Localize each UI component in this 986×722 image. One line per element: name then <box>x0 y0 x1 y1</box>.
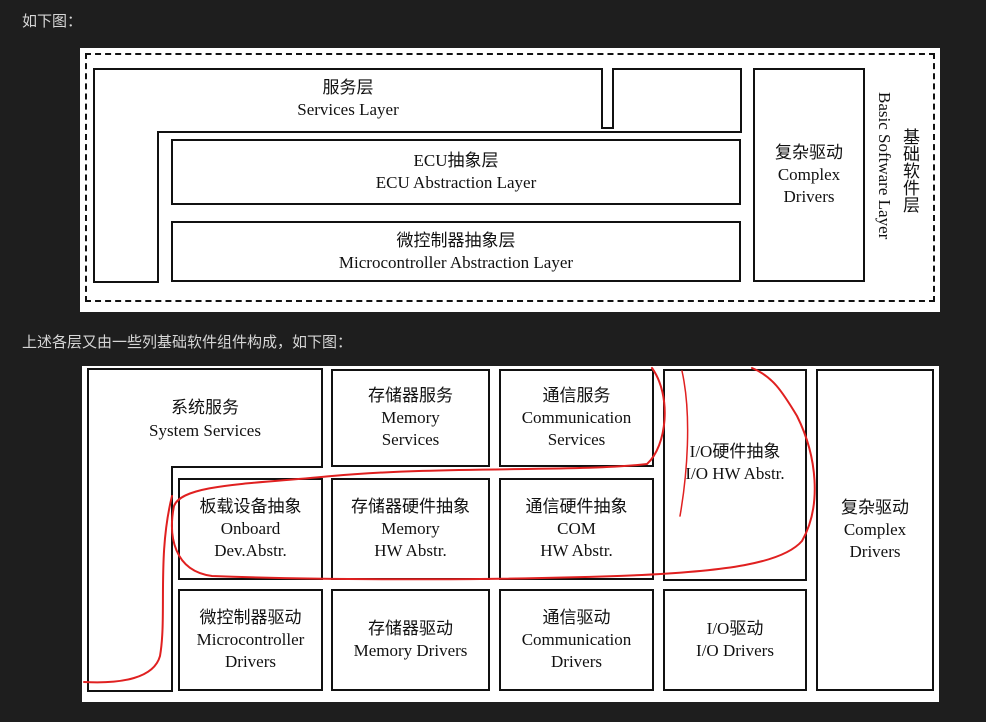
memory-hw-en2: HW Abstr. <box>374 541 447 560</box>
caption-first: 如下图： <box>22 12 83 30</box>
bsw-layer-diagram: 服务层 Services Layer ECU抽象层 ECU Abstractio… <box>80 48 940 312</box>
io-hw-abstraction-box: I/O硬件抽象 I/O HW Abstr. <box>663 369 807 581</box>
complex-drivers-2-cn: 复杂驱动 <box>841 498 909 517</box>
onboard-dev-abstraction-box: 板载设备抽象 Onboard Dev.Abstr. <box>178 478 323 580</box>
io-drivers-cn: I/O驱动 <box>706 619 764 638</box>
comm-services-cn: 通信服务 <box>542 386 611 405</box>
com-hw-cn: 通信硬件抽象 <box>525 497 628 516</box>
complex-drivers-en2: Drivers <box>783 187 835 206</box>
system-services-label: 系统服务 System Services <box>88 376 322 461</box>
comm-drivers-cn: 通信驱动 <box>542 608 611 627</box>
mcu-layer-en: Microcontroller Abstraction Layer <box>338 252 574 272</box>
mcu-drivers-en2: Drivers <box>225 652 276 671</box>
ecu-layer-cn: ECU抽象层 <box>413 151 499 170</box>
complex-drivers-2-en2: Drivers <box>849 542 901 561</box>
com-hw-en1: COM <box>557 519 596 538</box>
mcu-drivers-box: 微控制器驱动 Microcontroller Drivers <box>178 589 323 691</box>
system-services-cn: 系统服务 <box>171 397 239 417</box>
services-layer-outline <box>93 68 742 283</box>
bsw-dashed-boundary <box>85 53 935 302</box>
complex-drivers-box-2: 复杂驱动 Complex Drivers <box>816 369 934 691</box>
comm-drivers-en2: Drivers <box>551 652 602 671</box>
mcu-layer-cn: 微控制器抽象层 <box>396 230 516 250</box>
complex-drivers-box: 复杂驱动 Complex Drivers <box>753 68 865 282</box>
memory-drivers-box: 存储器驱动 Memory Drivers <box>331 589 490 691</box>
comm-services-box: 通信服务 Communication Services <box>499 369 654 467</box>
bsw-vertical-label-en: Basic Software Layer <box>875 92 894 240</box>
onboard-cn: 板载设备抽象 <box>199 497 302 516</box>
com-hw-en2: HW Abstr. <box>540 541 613 560</box>
complex-drivers-cn: 复杂驱动 <box>775 143 843 162</box>
complex-drivers-en1: Complex <box>777 165 841 184</box>
onboard-en2: Dev.Abstr. <box>214 541 287 560</box>
bsw-vertical-label-cn: 基础软件层 <box>900 128 919 213</box>
io-drivers-en: I/O Drivers <box>696 641 774 660</box>
services-layer-cn: 服务层 <box>322 78 374 97</box>
memory-services-box: 存储器服务 Memory Services <box>331 369 490 467</box>
comm-drivers-box: 通信驱动 Communication Drivers <box>499 589 654 691</box>
comm-drivers-en1: Communication <box>521 630 632 649</box>
memory-hw-en1: Memory <box>381 519 440 538</box>
complex-drivers-2-en1: Complex <box>843 520 907 539</box>
ecu-abstraction-layer: ECU抽象层 ECU Abstraction Layer <box>171 139 741 205</box>
comm-services-en2: Services <box>547 430 606 449</box>
mcu-drivers-cn: 微控制器驱动 <box>199 608 302 627</box>
memory-drivers-en: Memory Drivers <box>353 641 468 660</box>
io-hw-en: I/O HW Abstr. <box>685 464 785 483</box>
memory-drivers-cn: 存储器驱动 <box>368 619 453 638</box>
io-drivers-box: I/O驱动 I/O Drivers <box>663 589 807 691</box>
caption-second: 上述各层又由一些列基础软件组件构成，如下图： <box>22 333 353 351</box>
mcu-abstraction-layer: 微控制器抽象层 Microcontroller Abstraction Laye… <box>171 221 741 282</box>
services-layer-label: 服务层 Services Layer <box>94 72 602 126</box>
services-layer-en: Services Layer <box>297 100 399 119</box>
memory-services-en1: Memory <box>381 408 440 427</box>
onboard-en1: Onboard <box>220 519 281 538</box>
memory-hw-abstraction-box: 存储器硬件抽象 Memory HW Abstr. <box>331 478 490 580</box>
memory-hw-cn: 存储器硬件抽象 <box>351 497 470 516</box>
ecu-layer-en: ECU Abstraction Layer <box>375 173 537 192</box>
system-services-en: System Services <box>149 420 261 440</box>
mcu-drivers-en1: Microcontroller <box>196 630 305 649</box>
com-hw-abstraction-box: 通信硬件抽象 COM HW Abstr. <box>499 478 654 580</box>
memory-services-cn: 存储器服务 <box>368 386 453 405</box>
memory-services-en2: Services <box>381 430 440 449</box>
bsw-components-diagram: 系统服务 System Services 存储器服务 Memory Servic… <box>82 366 939 702</box>
comm-services-en1: Communication <box>521 408 632 427</box>
io-hw-cn: I/O硬件抽象 <box>689 442 781 461</box>
